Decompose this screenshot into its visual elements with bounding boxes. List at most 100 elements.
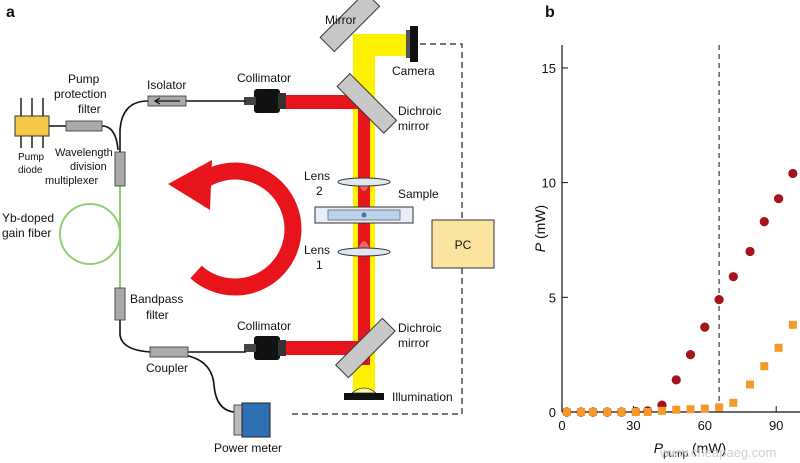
yb-fiber-label-1: Yb-doped bbox=[2, 211, 54, 225]
power-meter-icon bbox=[233, 402, 271, 438]
y-tick-label: 15 bbox=[542, 61, 556, 76]
laser-bottom-horizontal bbox=[284, 341, 364, 355]
laser-top-horizontal bbox=[284, 95, 364, 109]
isolator-icon bbox=[147, 95, 187, 107]
y-tick-label: 10 bbox=[542, 176, 556, 191]
coupler-label: Coupler bbox=[146, 361, 188, 375]
pc-to-power-meter-line bbox=[290, 268, 463, 415]
data-point-series-2 bbox=[788, 320, 797, 329]
x-tick-label: 30 bbox=[626, 418, 640, 433]
data-point-series-2 bbox=[774, 343, 783, 352]
fiber-bandpass-coupler bbox=[119, 320, 151, 353]
fiber-coupler-power-meter bbox=[183, 354, 235, 413]
bottom-dichroic-label-2: mirror bbox=[398, 336, 429, 350]
bandpass-label-1: Bandpass bbox=[130, 292, 183, 306]
output-power-chart: 0 30 60 90 0 5 10 15 P (mW) Ppump (mW) bbox=[532, 45, 800, 460]
pc-box bbox=[431, 219, 495, 269]
data-point-series-2 bbox=[760, 362, 769, 371]
pump-protection-label-1: Pump bbox=[68, 72, 100, 86]
data-point-series-1 bbox=[745, 246, 755, 257]
data-point-series-1 bbox=[728, 272, 738, 282]
data-point-series-2 bbox=[617, 408, 626, 416]
lens-2-label-1: Lens bbox=[304, 169, 330, 183]
panel-b-letter: b bbox=[545, 4, 555, 21]
panel-a: a bbox=[2, 0, 495, 455]
coupler-icon bbox=[149, 346, 189, 358]
illumination-label: Illumination bbox=[392, 390, 453, 404]
data-point-series-2 bbox=[562, 408, 571, 416]
top-collimator-icon bbox=[244, 89, 286, 113]
dashed-signal-lines bbox=[290, 43, 463, 415]
data-point-series-2 bbox=[631, 408, 640, 416]
data-point-series-2 bbox=[746, 380, 755, 389]
camera-to-pc-line bbox=[420, 43, 463, 220]
top-dichroic-label-2: mirror bbox=[398, 119, 429, 133]
illumination-source-icon bbox=[344, 387, 384, 400]
pump-protection-label-3: filter bbox=[78, 102, 101, 116]
fiber-filter-wdm bbox=[101, 125, 119, 151]
bottom-collimator-icon bbox=[244, 336, 286, 360]
pump-diode-label-1: Pump bbox=[18, 152, 45, 163]
x-tick-label: 0 bbox=[558, 418, 565, 433]
panel-a-letter: a bbox=[6, 4, 15, 21]
y-tick-label: 5 bbox=[549, 290, 556, 305]
data-point-series-1 bbox=[759, 217, 769, 227]
power-meter-label: Power meter bbox=[214, 441, 282, 455]
lens-2-label-2: 2 bbox=[316, 184, 323, 198]
panel-b: b 0 30 60 90 0 5 10 15 P (mW) Ppump (mW) www.chea… bbox=[532, 4, 800, 460]
data-point-series-1 bbox=[700, 322, 710, 332]
data-point-series-1 bbox=[685, 350, 696, 360]
data-point-series-2 bbox=[672, 405, 681, 414]
data-point-series-2 bbox=[715, 403, 724, 412]
circulation-arrow-icon bbox=[168, 160, 302, 296]
x-axis-label: Ppump (mW) bbox=[654, 440, 726, 460]
y-axis-label: P (mW) bbox=[532, 205, 548, 252]
pump-diode-icon bbox=[14, 98, 50, 148]
fiber-isolator-wdm bbox=[119, 100, 149, 152]
x-tick-label: 90 bbox=[769, 418, 783, 433]
sample-cell bbox=[314, 206, 414, 224]
data-point-series-2 bbox=[700, 404, 709, 413]
lens-1 bbox=[337, 247, 391, 257]
data-point-series-2 bbox=[729, 398, 738, 407]
top-dichroic-mirror bbox=[336, 73, 398, 134]
data-point-series-2 bbox=[657, 406, 666, 415]
watermark-text: www.cheapaeg.com bbox=[659, 445, 776, 460]
sample-label: Sample bbox=[398, 187, 439, 201]
lens-2 bbox=[337, 177, 391, 187]
wdm-label-3: multiplexer bbox=[45, 175, 99, 187]
camera-label: Camera bbox=[392, 64, 435, 78]
data-point-series-1 bbox=[788, 168, 798, 179]
x-tick-label: 60 bbox=[698, 418, 712, 433]
pump-protection-label-2: protection bbox=[54, 87, 107, 101]
wdm-label-2: division bbox=[70, 161, 107, 173]
data-point-series-2 bbox=[588, 408, 597, 416]
gain-fiber-loop bbox=[59, 203, 121, 265]
data-point-series-1 bbox=[714, 295, 724, 305]
bandpass-filter-icon bbox=[114, 287, 126, 321]
lens-1-label-1: Lens bbox=[304, 243, 330, 257]
isolator-label: Isolator bbox=[147, 78, 186, 92]
bandpass-label-2: filter bbox=[146, 308, 169, 322]
data-point-series-1 bbox=[671, 375, 681, 385]
wdm-label-1: Wavelength bbox=[55, 147, 113, 159]
wdm-icon bbox=[114, 151, 126, 187]
lens-1-label-2: 1 bbox=[316, 258, 323, 272]
y-tick-label: 0 bbox=[549, 405, 556, 420]
data-point-series-2 bbox=[603, 408, 612, 416]
illumination-upper-beam bbox=[353, 34, 375, 74]
top-mirror bbox=[319, 0, 381, 53]
laser-beams bbox=[284, 95, 370, 365]
fiber-paths bbox=[48, 100, 246, 413]
bottom-collimator-label: Collimator bbox=[237, 319, 291, 333]
pump-diode-label-2: diode bbox=[18, 165, 43, 176]
data-point-series-2 bbox=[643, 408, 652, 416]
mirror-label: Mirror bbox=[325, 13, 356, 27]
data-point-series-2 bbox=[686, 405, 695, 414]
bottom-dichroic-mirror bbox=[335, 317, 396, 379]
pc-label: PC bbox=[455, 238, 472, 252]
data-point-series-2 bbox=[577, 408, 586, 416]
yb-fiber-label-2: gain fiber bbox=[2, 226, 51, 240]
camera-icon bbox=[406, 26, 418, 62]
